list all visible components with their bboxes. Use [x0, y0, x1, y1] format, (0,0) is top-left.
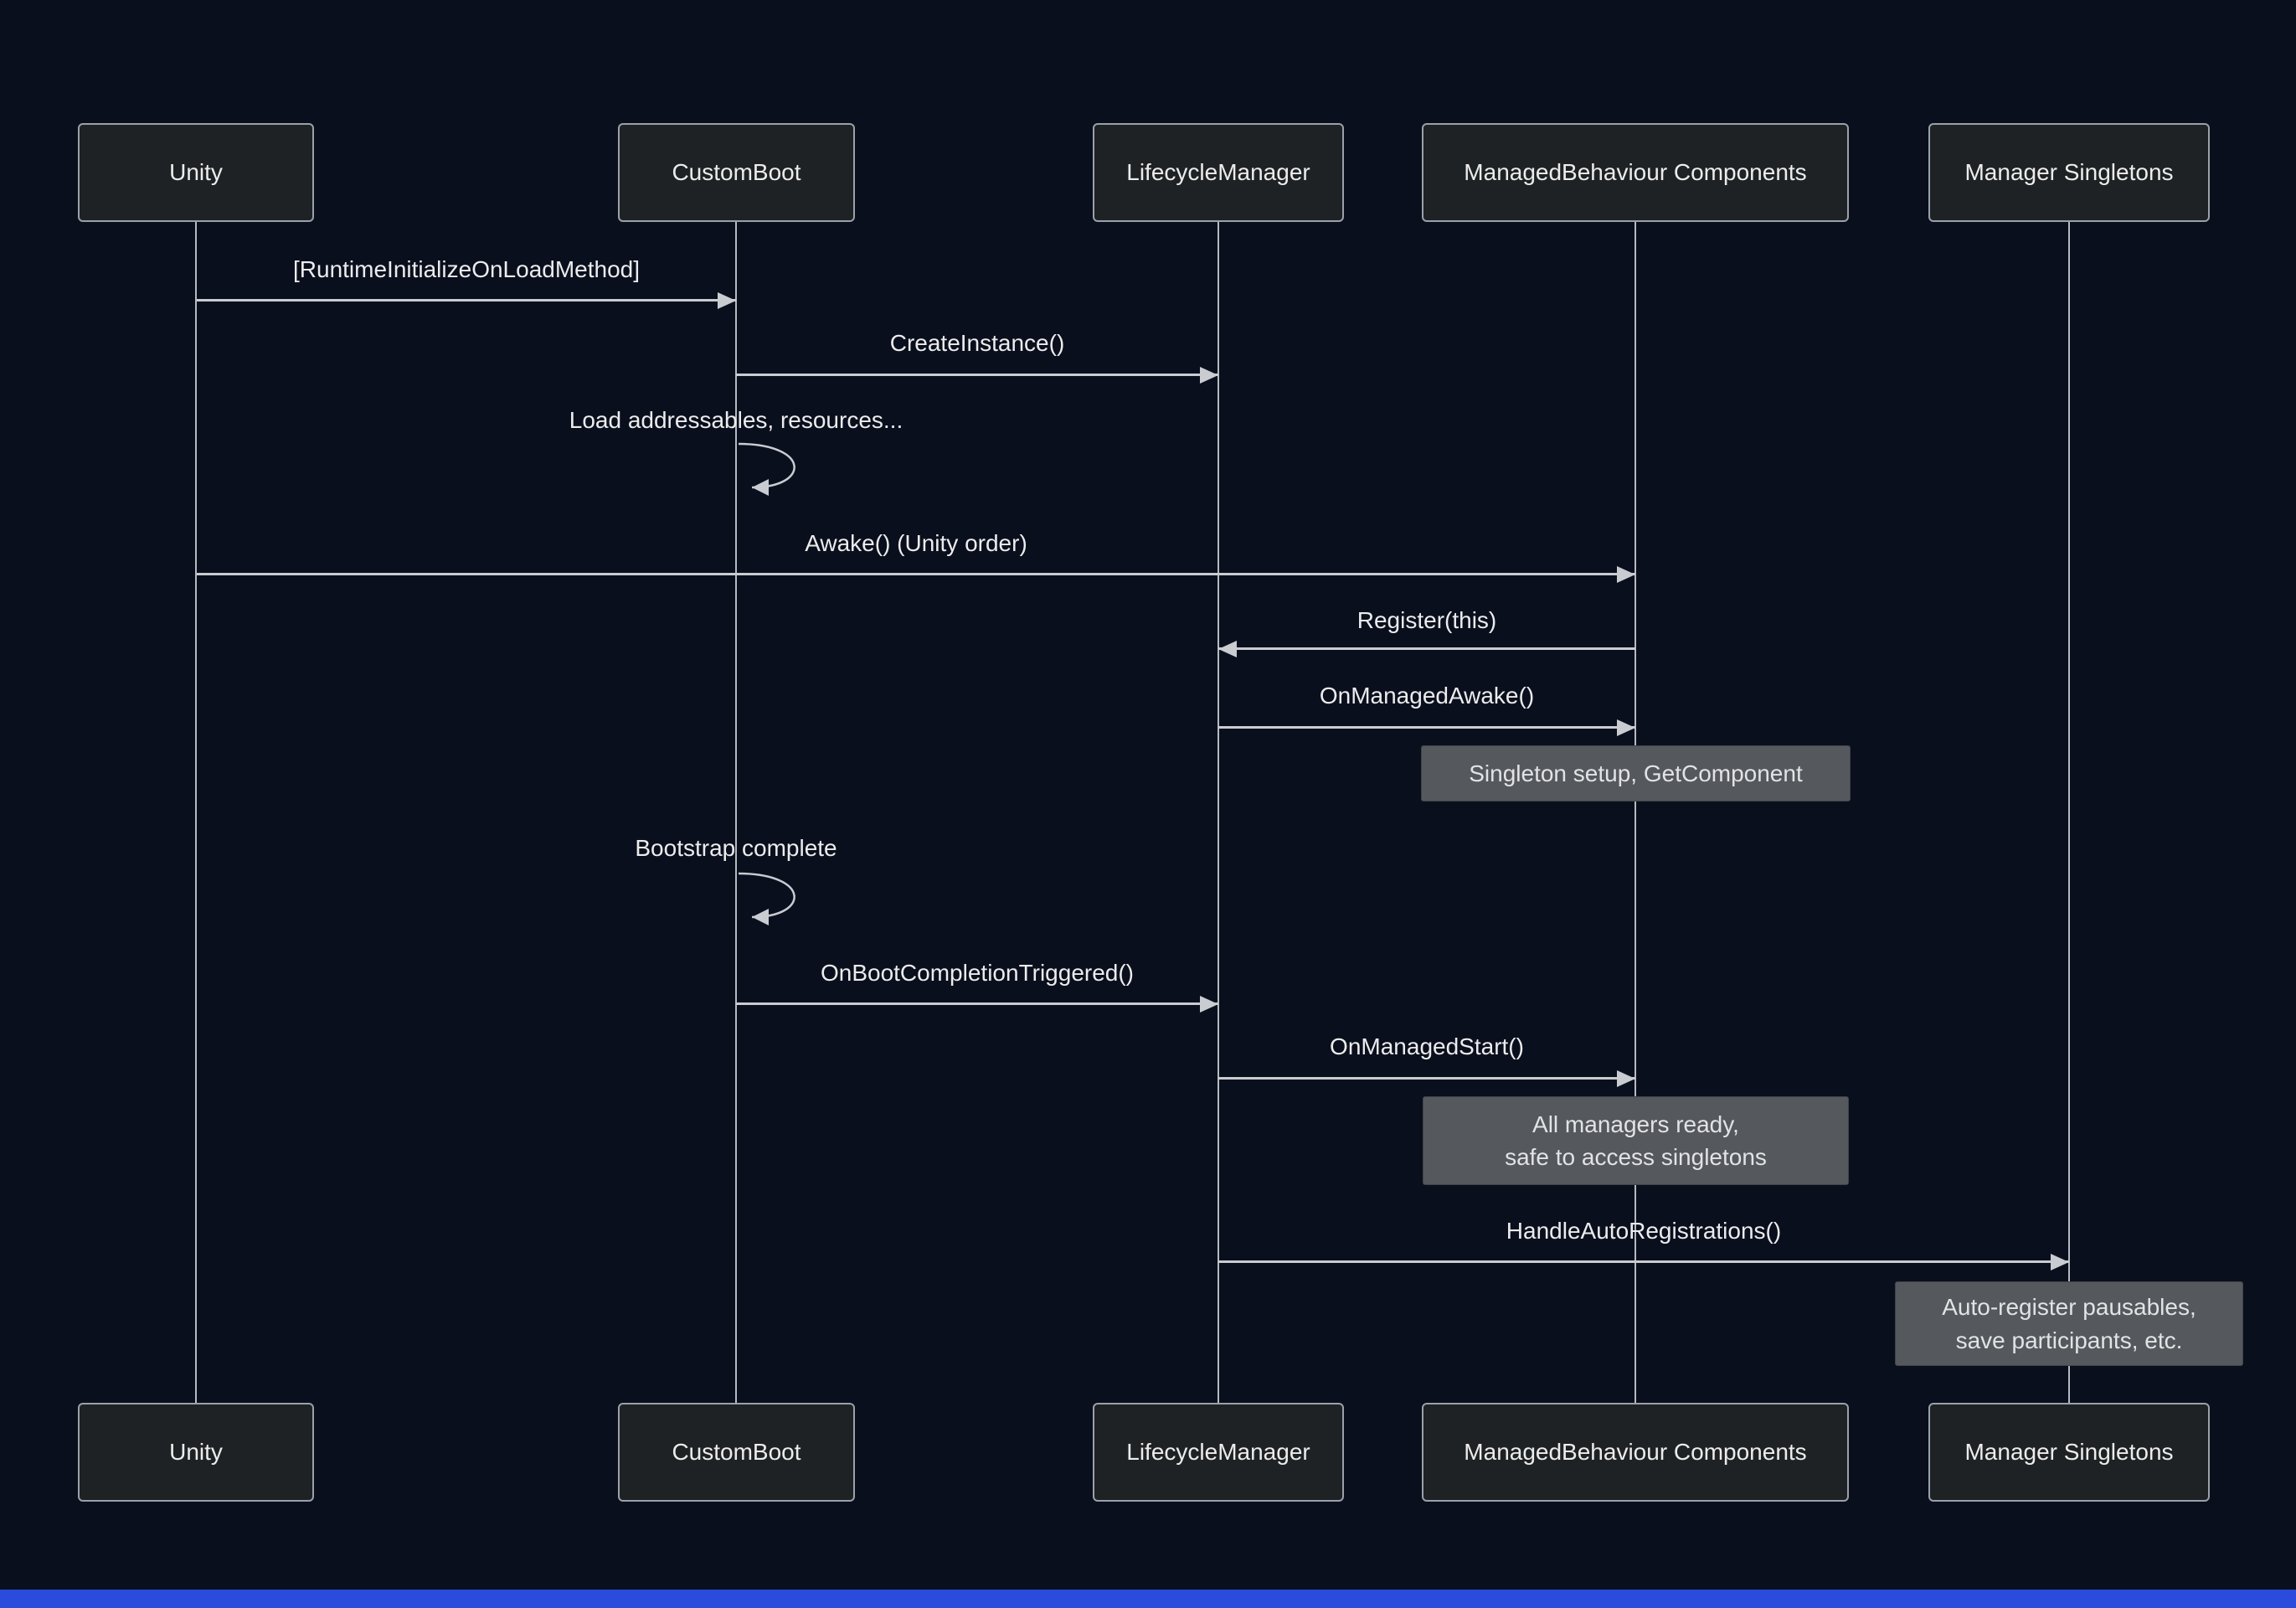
message-line — [736, 1002, 1218, 1005]
note-line: safe to access singletons — [1505, 1144, 1767, 1170]
actor-bottom-customboot: CustomBoot — [618, 1403, 855, 1502]
actor-label: ManagedBehaviour Components — [1464, 1439, 1807, 1465]
actor-label: LifecycleManager — [1126, 159, 1310, 185]
note-all-managers-ready: All managers ready, safe to access singl… — [1423, 1096, 1849, 1185]
actor-label: Manager Singletons — [1964, 159, 2174, 185]
message-line — [197, 299, 736, 302]
lifeline-unity — [195, 222, 197, 1403]
actor-bottom-managedbehaviour: ManagedBehaviour Components — [1422, 1403, 1849, 1502]
self-loop-arrow — [738, 872, 795, 925]
arrowhead-right — [1617, 566, 1635, 583]
arrowhead-right — [718, 292, 736, 309]
message-line — [1218, 726, 1635, 729]
actor-top-managedbehaviour: ManagedBehaviour Components — [1422, 123, 1849, 222]
lifeline-lifecyclemanager — [1217, 222, 1219, 1403]
message-line — [1218, 1077, 1635, 1080]
message-label: CreateInstance() — [889, 330, 1065, 356]
actor-label: ManagedBehaviour Components — [1464, 159, 1807, 185]
actor-bottom-unity: Unity — [78, 1403, 314, 1502]
actor-label: Unity — [169, 159, 223, 185]
message-label: OnManagedStart() — [1330, 1033, 1524, 1059]
arrowhead-left — [1218, 641, 1237, 657]
actor-bottom-manager-singletons: Manager Singletons — [1928, 1403, 2210, 1502]
lifeline-managedbehaviour — [1634, 222, 1636, 1403]
message-line — [736, 374, 1218, 376]
message-label: [RuntimeInitializeOnLoadMethod] — [292, 256, 641, 282]
actor-top-customboot: CustomBoot — [618, 123, 855, 222]
lifeline-manager-singletons — [2068, 222, 2070, 1403]
message-line — [1218, 1260, 2069, 1263]
message-label: HandleAutoRegistrations() — [1506, 1218, 1782, 1244]
arrowhead-right — [1617, 1070, 1635, 1087]
note-singleton-setup: Singleton setup, GetComponent — [1421, 745, 1851, 801]
arrowhead-right — [1200, 996, 1218, 1013]
actor-label: Manager Singletons — [1964, 1439, 2174, 1465]
message-label: OnBootCompletionTriggered() — [820, 960, 1135, 986]
bottom-bar — [0, 1590, 2296, 1608]
note-line: Auto-register pausables, — [1942, 1294, 2196, 1321]
arrowhead-right — [1200, 367, 1218, 384]
message-label: Load addressables, resources... — [569, 407, 903, 433]
message-label: OnManagedAwake() — [1319, 683, 1535, 709]
note-line: Singleton setup, GetComponent — [1469, 760, 1803, 786]
note-auto-register: Auto-register pausables, save participan… — [1895, 1281, 2243, 1366]
actor-label: Unity — [169, 1439, 223, 1465]
actor-top-manager-singletons: Manager Singletons — [1928, 123, 2210, 222]
message-label: Register(this) — [1356, 607, 1497, 633]
note-line: save participants, etc. — [1955, 1327, 2183, 1353]
arrowhead-right — [2051, 1254, 2069, 1270]
self-loop-arrow — [738, 442, 795, 496]
note-line: All managers ready, — [1532, 1111, 1739, 1137]
actor-top-lifecyclemanager: LifecycleManager — [1093, 123, 1344, 222]
actor-label: LifecycleManager — [1126, 1439, 1310, 1465]
message-line — [1218, 647, 1635, 650]
message-line — [197, 573, 1635, 575]
message-label: Awake() (Unity order) — [805, 530, 1027, 556]
lifeline-customboot — [735, 222, 737, 1403]
actor-label: CustomBoot — [672, 1439, 801, 1465]
message-label: Bootstrap complete — [635, 835, 837, 861]
actor-label: CustomBoot — [672, 159, 801, 185]
actor-bottom-lifecyclemanager: LifecycleManager — [1093, 1403, 1344, 1502]
actor-top-unity: Unity — [78, 123, 314, 222]
arrowhead-right — [1617, 719, 1635, 736]
